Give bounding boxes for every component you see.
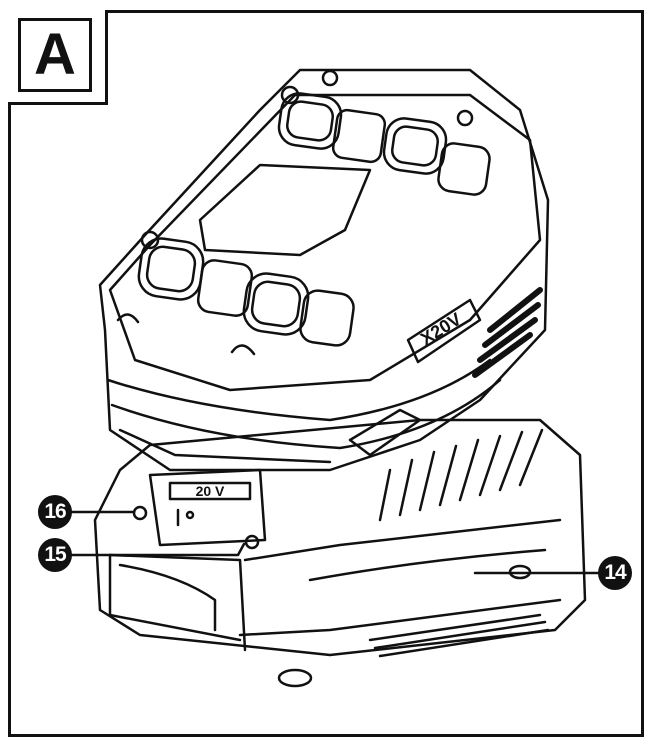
battery-brand-label: X20V (417, 309, 465, 349)
figure-frame (8, 10, 644, 737)
callout-16: 16 (38, 495, 72, 529)
voltage-display: 20 V (196, 483, 225, 499)
callout-15: 15 (38, 538, 72, 572)
callout-14: 14 (598, 556, 632, 590)
battery-pack (98, 68, 550, 472)
charger-control-panel (132, 468, 267, 550)
charger-base (93, 418, 587, 688)
leader-line-15 (70, 542, 246, 557)
figure-label-box: A (8, 10, 108, 105)
leader-lines (70, 510, 600, 575)
figure-label: A (18, 18, 92, 92)
